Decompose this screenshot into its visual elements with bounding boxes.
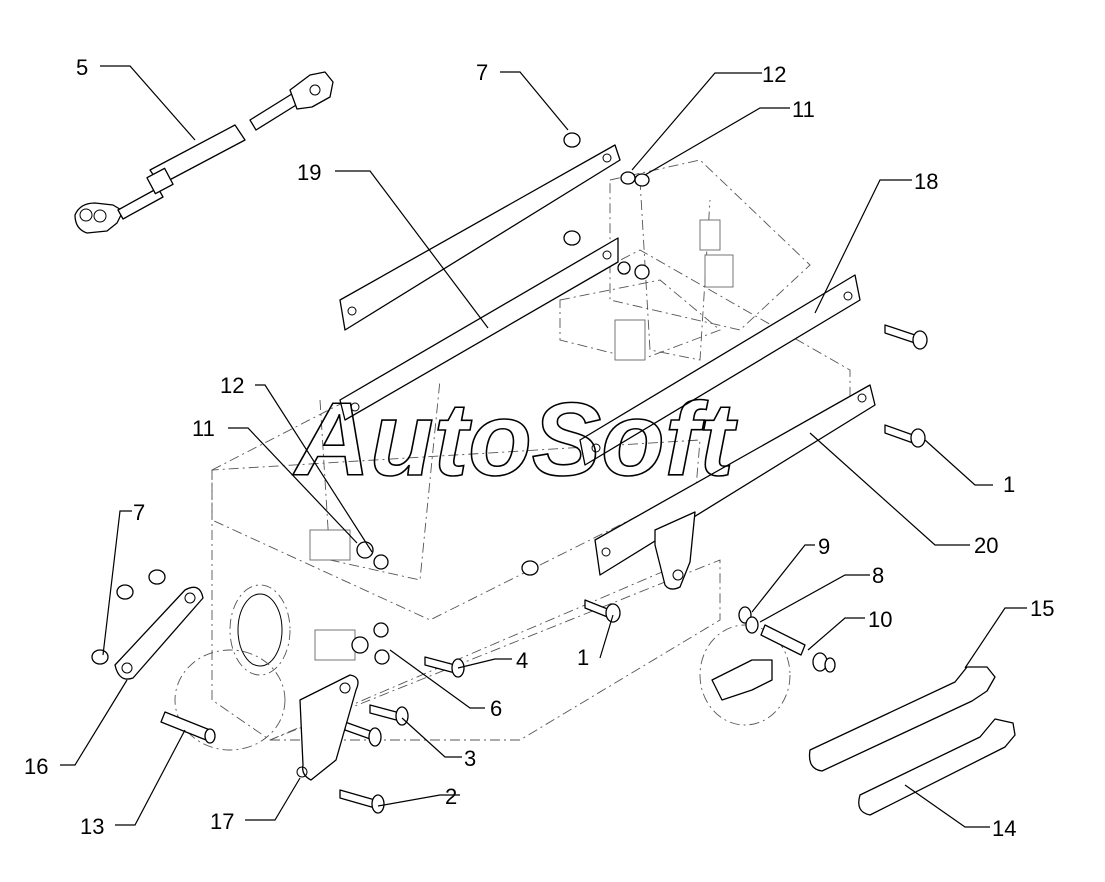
bracket-20: [654, 511, 696, 590]
turnbuckle-link: [74, 71, 334, 234]
callout-12: 12: [220, 373, 244, 398]
pin-assembly: [711, 606, 836, 701]
callout-5: 5: [76, 55, 88, 80]
callout-7: 7: [133, 500, 145, 525]
bolts: [160, 324, 928, 814]
watermark: AutoSoft: [292, 382, 738, 498]
callout-13: 13: [80, 814, 104, 839]
callout-7: 7: [476, 60, 488, 85]
callout-3: 3: [464, 746, 476, 771]
callout-4: 4: [516, 648, 528, 673]
small-hardware: [91, 132, 650, 665]
callout-11: 11: [192, 416, 215, 441]
wrenches: [808, 666, 1016, 816]
callout-19: 19: [297, 160, 321, 185]
link-plates: [114, 586, 359, 781]
callout-labels: 5 7 12 11 19 18 12 11 1 20 7 9 8 15 10 4…: [24, 55, 1054, 841]
frame-outline: [174, 159, 851, 751]
plate-17: [299, 674, 359, 781]
callout-1: 1: [577, 645, 589, 670]
callout-11: 11: [792, 97, 815, 122]
bar-19: [339, 237, 619, 421]
wrench-14: [858, 718, 1016, 816]
callout-9: 9: [818, 534, 830, 559]
callout-18: 18: [914, 169, 938, 194]
wrench-15: [808, 666, 996, 772]
leader-lines: [60, 65, 1027, 828]
callout-1: 1: [1003, 472, 1015, 497]
callout-17: 17: [210, 809, 234, 834]
callout-8: 8: [872, 563, 884, 588]
bar-18: [579, 274, 861, 466]
plate-16: [114, 586, 204, 680]
long-bars: [339, 144, 876, 590]
callout-10: 10: [868, 607, 892, 632]
callout-2: 2: [445, 784, 457, 809]
callout-6: 6: [490, 696, 502, 721]
callout-15: 15: [1030, 596, 1054, 621]
callout-14: 14: [992, 816, 1016, 841]
upper-bar: [339, 144, 621, 331]
callout-16: 16: [24, 754, 48, 779]
callout-12: 12: [762, 62, 786, 87]
callout-20: 20: [974, 533, 998, 558]
